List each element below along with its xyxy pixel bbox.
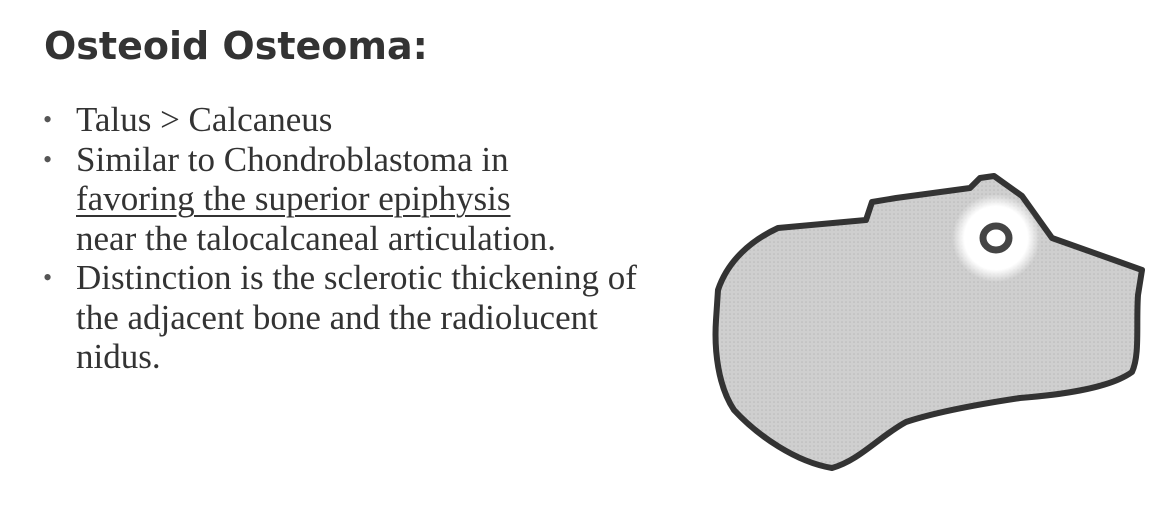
slide-title: Osteoid Osteoma: <box>44 24 428 68</box>
bullet-text: near the talocalcaneal articulation. <box>76 218 557 258</box>
bullet-item: Distinction is the sclerotic thickening … <box>40 258 680 377</box>
underlined-phrase: favoring the superior epiphysis <box>76 179 511 218</box>
sclerotic-halo <box>952 194 1040 282</box>
bullet-text: Talus > Calcaneus <box>76 100 333 139</box>
bullet-item: Similar to Chondroblastoma in favoring t… <box>40 140 680 259</box>
bullet-list: Talus > Calcaneus Similar to Chondroblas… <box>40 100 680 377</box>
bullet-text: Similar to Chondroblastoma in <box>76 139 509 179</box>
nidus-marker <box>979 222 1013 254</box>
talus-illustration <box>712 173 1145 471</box>
bullet-item: Talus > Calcaneus <box>40 100 680 140</box>
bone-outline <box>712 173 1145 471</box>
bullet-text: Distinction is the sclerotic thickening … <box>76 258 637 376</box>
